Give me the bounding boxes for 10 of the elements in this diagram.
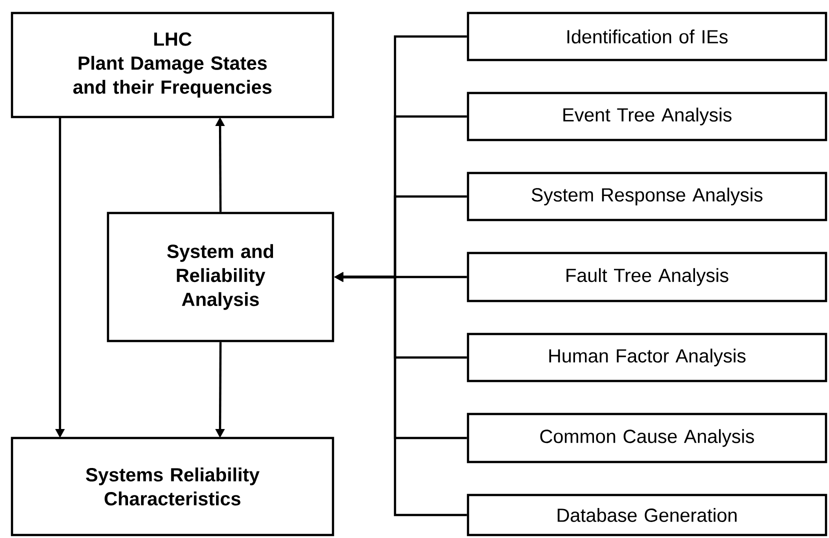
task-box: Fault Tree Analysis (466, 252, 828, 302)
process-box: System and Reliability Analysis (106, 212, 334, 342)
task-box: Common Cause Analysis (466, 412, 828, 464)
process-box: Systems Reliability Characteristics (10, 436, 334, 536)
task-box: Database Generation (466, 494, 828, 536)
task-box: System Response Analysis (466, 172, 828, 222)
task-box: Identification of IEs (466, 12, 828, 62)
process-box: LHC Plant Damage States and their Frequencies (10, 12, 334, 118)
task-box: Event Tree Analysis (466, 92, 828, 142)
task-box: Human Factor Analysis (466, 332, 828, 382)
